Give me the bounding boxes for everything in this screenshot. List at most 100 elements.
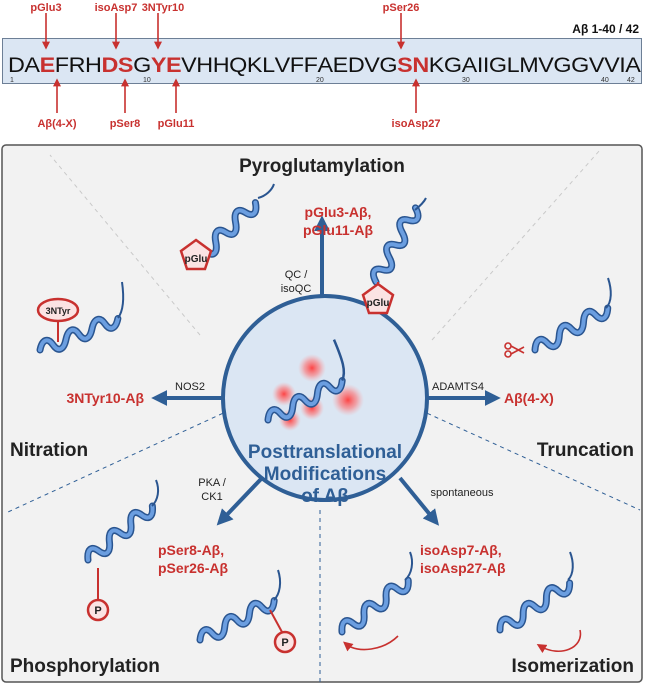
- residue-28: K: [429, 53, 445, 77]
- residue-2: A: [24, 53, 40, 77]
- residue-6: H: [85, 53, 101, 77]
- residue-35: M: [519, 53, 538, 77]
- residue-29: G: [444, 53, 462, 77]
- residue-17: L: [262, 53, 275, 77]
- residue-20: F: [304, 53, 318, 77]
- seq-number-1: 1: [10, 77, 14, 84]
- helix-phospho-2: P: [197, 569, 297, 654]
- sequence-text: DAEFRHDSGYEVHHQKLVFFAEDVGSNKGAIIGLMVGGVV…: [8, 53, 641, 77]
- residue-4: F: [55, 53, 69, 77]
- center-title-line1: Posttranslational: [248, 442, 402, 463]
- label-pser26: pSer26: [383, 2, 420, 14]
- product-isoasp-line2: isoAsp27-Aβ: [420, 560, 506, 576]
- residue-5: R: [69, 53, 86, 77]
- residue-41: I: [619, 53, 625, 77]
- seq-number-10: 10: [143, 77, 151, 84]
- pglu-badge: [179, 238, 213, 271]
- category-phosphorylation: Phosphorylation: [10, 656, 160, 677]
- category-pyroglutamylation: Pyroglutamylation: [239, 156, 405, 177]
- residue-7: D: [101, 53, 118, 77]
- residue-24: V: [364, 53, 380, 77]
- center-title-line3: of Aβ: [301, 486, 349, 507]
- helix-truncation: [504, 277, 611, 358]
- ntyr-badge-text: 3NTyr: [46, 306, 71, 316]
- phospho-badge-text: P: [94, 605, 101, 617]
- residue-9: G: [133, 53, 151, 77]
- residue-32: I: [483, 53, 489, 77]
- residue-14: H: [213, 53, 229, 77]
- phospho-badge: [86, 598, 110, 622]
- product-pglu-line2: pGlu11-Aβ: [303, 222, 373, 238]
- residue-11: E: [166, 53, 181, 77]
- label-pglu3: pGlu3: [30, 2, 61, 14]
- label-abeta-4x: Aβ(4-X): [37, 118, 76, 130]
- category-nitration: Nitration: [10, 440, 88, 461]
- sector-dividers: [7, 149, 641, 682]
- residue-1: D: [8, 53, 24, 77]
- phospho-badge-2-text: P: [281, 637, 288, 649]
- center-helix: [249, 339, 356, 426]
- helix-isomer-1: [338, 551, 413, 652]
- residue-12: V: [181, 53, 197, 77]
- label-isoasp7: isoAsp7: [95, 2, 138, 14]
- ntyr-badge: [36, 297, 80, 323]
- residue-30: A: [462, 53, 478, 77]
- residue-19: F: [290, 53, 304, 77]
- residue-37: G: [553, 53, 571, 77]
- residue-13: H: [196, 53, 212, 77]
- residue-27: N: [412, 53, 428, 77]
- residue-31: I: [477, 53, 483, 77]
- sequence-graphic: DAEFRHDSGYEVHHQKLVFFAEDVGSNKGAIIGLMVGGVV…: [8, 2, 642, 130]
- helix-pglu-left: pGlu: [179, 183, 275, 271]
- label-pglu11: pGlu11: [158, 118, 195, 130]
- seq-number-20: 20: [316, 77, 324, 84]
- pglu-badge-2-text: pGlu: [367, 298, 390, 309]
- enzyme-pka-line1: PKA /: [198, 477, 226, 489]
- pglu-badge-text: pGlu: [185, 254, 208, 265]
- helix-isomer-2: [496, 551, 582, 654]
- rotation-arrow-icon: [343, 635, 399, 652]
- product-pser-line1: pSer8-Aβ,: [158, 542, 224, 558]
- center-title-line2: Modifications: [264, 464, 386, 485]
- product-pser-line2: pSer26-Aβ: [158, 560, 228, 576]
- product-truncated: Aβ(4-X): [504, 390, 554, 406]
- helix-pglu-right: pGlu: [361, 197, 427, 315]
- scissors-icon: [504, 342, 525, 358]
- residue-3: E: [40, 53, 55, 77]
- center-circle: [221, 294, 429, 502]
- enzyme-pka-line2: CK1: [201, 491, 222, 503]
- rotation-arrow-icon-2: [536, 629, 582, 654]
- residue-33: G: [489, 53, 507, 77]
- residue-16: K: [247, 53, 263, 77]
- enzyme-spontaneous: spontaneous: [431, 487, 494, 499]
- residue-18: V: [275, 53, 291, 77]
- residue-39: V: [589, 53, 605, 77]
- residue-25: G: [379, 53, 397, 77]
- enzyme-adamts4: ADAMTS4: [432, 381, 484, 393]
- category-isomerization: Isomerization: [512, 656, 634, 677]
- phospho-badge-2: [273, 630, 297, 654]
- residue-23: D: [348, 53, 364, 77]
- sequence-box: [2, 38, 642, 84]
- category-truncation: Truncation: [537, 440, 634, 461]
- helix-nitration: 3NTyr: [36, 281, 125, 356]
- residue-26: S: [397, 53, 412, 77]
- residue-34: L: [507, 53, 520, 77]
- label-pser8: pSer8: [110, 118, 141, 130]
- label-3ntyr10: 3NTyr10: [142, 2, 185, 14]
- product-isoasp-line1: isoAsp7-Aβ,: [420, 542, 502, 558]
- pglu-badge-2: [361, 282, 395, 315]
- enzyme-qc-line2: isoQC: [281, 283, 312, 295]
- residue-10: Y: [151, 53, 167, 77]
- helix-phospho-1: P: [84, 479, 158, 622]
- residue-38: G: [571, 53, 589, 77]
- residue-40: V: [604, 53, 620, 77]
- residue-8: S: [118, 53, 133, 77]
- residue-42: A: [625, 53, 641, 77]
- product-pglu-line1: pGlu3-Aβ,: [305, 204, 372, 220]
- enzyme-nos2: NOS2: [175, 381, 205, 393]
- label-isoasp27: isoAsp27: [392, 118, 441, 130]
- residue-15: Q: [229, 53, 247, 77]
- sequence-title: Aβ 1-40 / 42: [572, 22, 639, 36]
